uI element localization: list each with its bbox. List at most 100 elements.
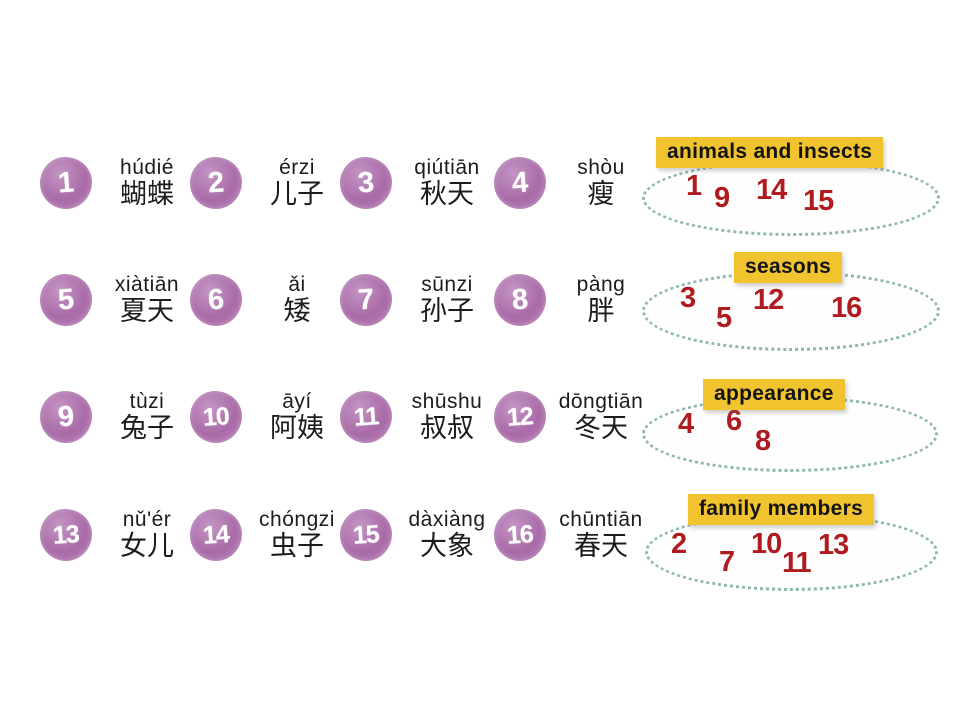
pinyin-text: shūshu (411, 389, 483, 413)
pinyin-text: pàng (576, 272, 626, 296)
badge-number: 15 (352, 519, 380, 550)
hanzi-text: 虫子 (270, 531, 324, 563)
number-badge: 1 (40, 157, 92, 209)
hanzi-text: 秋天 (420, 179, 474, 211)
badge-number: 13 (52, 519, 80, 550)
hanzi-text: 瘦 (587, 179, 615, 211)
number-badge: 9 (40, 391, 92, 443)
pinyin-text: chóngzi (259, 507, 335, 531)
answer-number-16: 16 (831, 292, 862, 324)
badge-number: 5 (56, 282, 76, 317)
hanzi-text: 矮 (283, 296, 311, 328)
hanzi-text: 儿子 (270, 179, 324, 211)
pinyin-text: xiàtiān (114, 272, 180, 296)
badge-number: 3 (356, 165, 376, 200)
number-badge: 8 (494, 274, 546, 326)
number-badge: 4 (494, 157, 546, 209)
pinyin-text: dàxiàng (408, 507, 486, 531)
hanzi-text: 叔叔 (420, 413, 474, 445)
answer-number-3: 3 (680, 282, 696, 314)
hanzi-text: 孙子 (420, 296, 474, 328)
hanzi-text: 阿姨 (270, 413, 324, 445)
category-label-animals-and-insects: animals and insects (656, 137, 884, 168)
answer-number-8: 8 (755, 425, 771, 457)
badge-number: 16 (506, 519, 534, 550)
answer-number-15: 15 (803, 185, 834, 217)
answer-number-10: 10 (751, 528, 782, 560)
answer-number-7: 7 (719, 546, 735, 578)
category-oval-animals-and-insects (642, 160, 940, 236)
answer-number-2: 2 (671, 528, 687, 560)
pinyin-text: érzi (279, 155, 315, 179)
pinyin-text: qiútiān (414, 155, 480, 179)
hanzi-text: 夏天 (120, 296, 174, 328)
pinyin-text: húdié (120, 155, 174, 179)
answer-number-9: 9 (714, 182, 730, 214)
answer-number-12: 12 (753, 284, 784, 316)
number-badge: 10 (190, 391, 242, 443)
hanzi-text: 冬天 (574, 413, 628, 445)
number-badge: 15 (340, 509, 392, 561)
answer-number-11: 11 (782, 547, 812, 579)
badge-number: 1 (56, 165, 76, 200)
pinyin-text: tùzi (129, 389, 165, 413)
hanzi-text: 女儿 (120, 531, 174, 563)
hanzi-text: 胖 (587, 296, 615, 328)
answer-number-1: 1 (686, 170, 702, 202)
pinyin-text: chūntiān (559, 507, 643, 531)
hanzi-text: 兔子 (120, 413, 174, 445)
answer-number-13: 13 (818, 529, 849, 561)
badge-number: 2 (206, 165, 226, 200)
badge-number: 8 (510, 282, 530, 317)
badge-number: 12 (506, 401, 534, 432)
category-label-seasons: seasons (734, 252, 843, 283)
number-badge: 3 (340, 157, 392, 209)
pinyin-text: ǎi (288, 272, 306, 296)
hanzi-text: 春天 (574, 531, 628, 563)
category-oval-seasons (642, 271, 940, 351)
badge-number: 4 (510, 165, 530, 200)
number-badge: 7 (340, 274, 392, 326)
pinyin-text: āyí (282, 389, 312, 413)
number-badge: 6 (190, 274, 242, 326)
category-label-appearance: appearance (703, 379, 845, 410)
answer-number-6: 6 (726, 405, 742, 437)
badge-number: 6 (206, 282, 226, 317)
badge-number: 7 (356, 282, 376, 317)
answer-number-14: 14 (756, 174, 787, 206)
pinyin-text: dōngtiān (558, 389, 644, 413)
number-badge: 5 (40, 274, 92, 326)
number-badge: 14 (190, 509, 242, 561)
number-badge: 2 (190, 157, 242, 209)
hanzi-text: 蝴蝶 (120, 179, 174, 211)
